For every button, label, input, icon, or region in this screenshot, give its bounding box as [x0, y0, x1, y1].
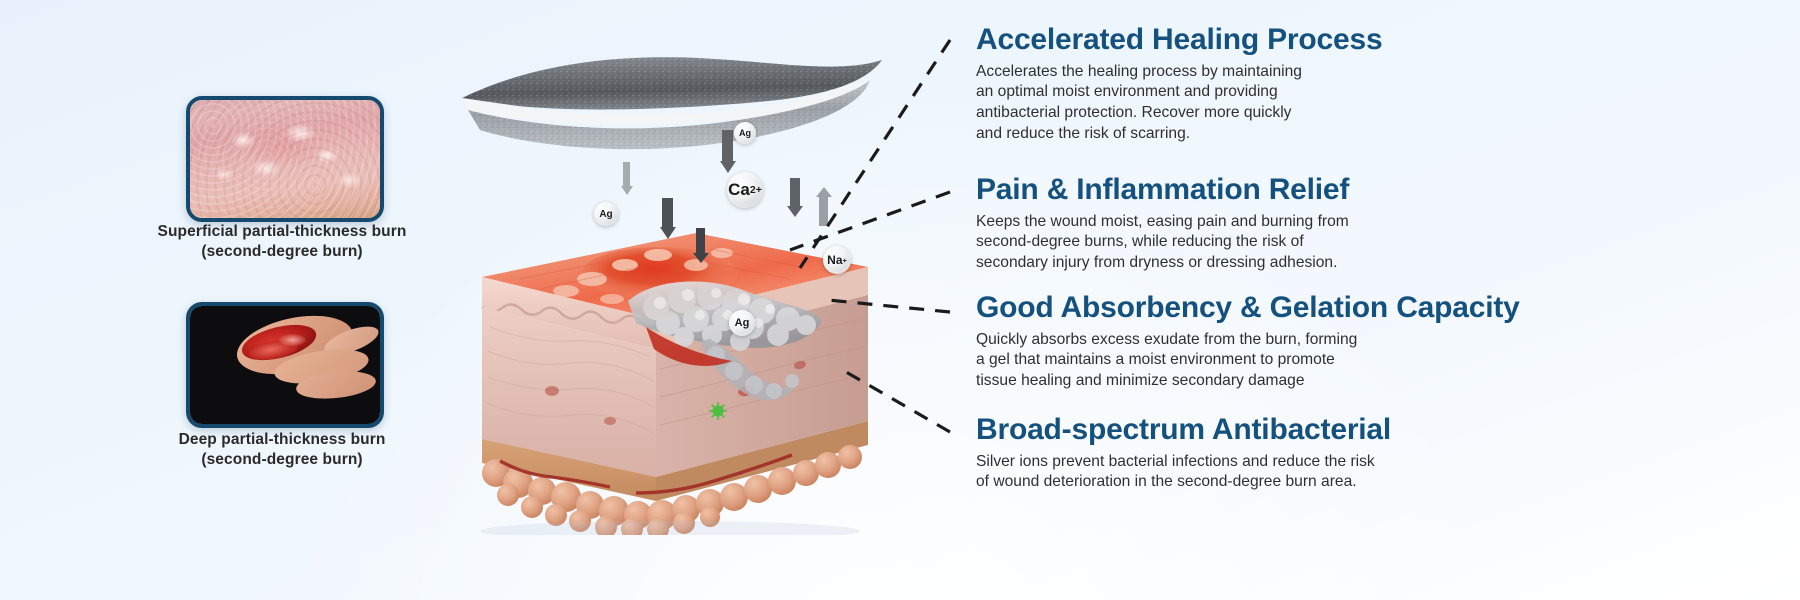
feature-body-line: antibacterial protection. Recover more q… [976, 104, 1292, 122]
penetration-arrow-4 [787, 178, 803, 217]
silver-dressing-sheet [462, 57, 882, 150]
epidermis-front [482, 277, 656, 349]
burn-photo-superficial-image [190, 100, 380, 218]
feature-body-line: Silver ions prevent bacterial infections… [976, 452, 1375, 470]
caption-line-2: (second-degree burn) [201, 242, 363, 260]
feature-body: Keeps the wound moist, easing pain and b… [976, 212, 1349, 275]
burn-photo-superficial [186, 96, 384, 222]
penetration-arrow-1 [719, 130, 736, 173]
feature-body-line: of wound deterioration in the second-deg… [976, 473, 1357, 491]
feature-title: Pain & Inflammation Relief [976, 173, 1350, 206]
feature-good-absorbency: Good Absorbency & Gelation Capacity Quic… [976, 292, 1520, 392]
fat-lobules [482, 445, 862, 535]
feature-body-line: and reduce the risk of scarring. [976, 125, 1191, 143]
gel-layer [628, 281, 822, 401]
ion-na: Na+ [823, 246, 851, 274]
hypodermis-front [482, 439, 656, 501]
skin-cross-section [480, 233, 868, 535]
feature-body: Accelerates the healing process by maint… [976, 62, 1382, 146]
rete-ridge-line [481, 303, 658, 330]
caption-line-1: Deep partial-thickness burn [178, 431, 386, 448]
feature-list: Accelerated Healing Process Accelerates … [968, 0, 1800, 600]
feature-body-line: second-degree burns, while reducing the … [976, 233, 1304, 251]
burn-caption-deep: Deep partial-thickness burn (second-degr… [96, 430, 468, 470]
feature-body-line: a gel that maintains a moist environment… [976, 351, 1335, 369]
penetration-arrow-5 [692, 228, 709, 263]
blood-vessels [499, 453, 793, 495]
feature-body-line: secondary injury from dryness or dressin… [976, 254, 1338, 272]
penetration-arrow-3 [659, 198, 676, 239]
feature-body-line: tissue healing and minimize secondary da… [976, 372, 1305, 390]
feature-accelerated-healing: Accelerated Healing Process Accelerates … [976, 23, 1383, 146]
feature-body-line: Quickly absorbs excess exudate from the … [976, 330, 1358, 348]
feature-title: Broad-spectrum Antibacterial [976, 413, 1392, 446]
feature-title: Accelerated Healing Process [976, 23, 1383, 56]
caption-line-1: Superficial partial-thickness burn [157, 223, 407, 240]
feature-broad-spectrum-antibacterial: Broad-spectrum Antibacterial Silver ions… [976, 414, 1391, 493]
feature-body-line: Keeps the wound moist, easing pain and b… [976, 212, 1349, 230]
ion-ag-1: Ag [734, 122, 756, 144]
feature-body-line: Accelerates the healing process by maint… [976, 62, 1302, 80]
penetration-arrow-2 [620, 162, 633, 195]
feature-pain-inflammation-relief: Pain & Inflammation Relief Keeps the wou… [976, 174, 1349, 274]
blisters [553, 248, 733, 304]
feature-body: Quickly absorbs excess exudate from the … [976, 330, 1520, 393]
ion-ag-3: Ag [729, 310, 755, 336]
burn-caption-superficial: Superficial partial-thickness burn (seco… [96, 222, 468, 262]
dressing-edge-highlight [462, 80, 870, 126]
absorption-arrow-up [815, 187, 832, 226]
feature-title: Good Absorbency & Gelation Capacity [976, 291, 1520, 324]
burn-photo-deep [186, 302, 384, 428]
feature-body: Silver ions prevent bacterial infections… [976, 452, 1391, 494]
feature-body-line: an optimal moist environment and providi… [976, 83, 1278, 101]
ion-ag-2: Ag [594, 202, 618, 226]
burn-photo-deep-image [190, 306, 380, 424]
caption-line-2: (second-degree burn) [201, 450, 363, 468]
dermis-front [482, 307, 656, 477]
bacteria-icon [709, 402, 727, 420]
exposed-wound-tissue [646, 327, 732, 366]
